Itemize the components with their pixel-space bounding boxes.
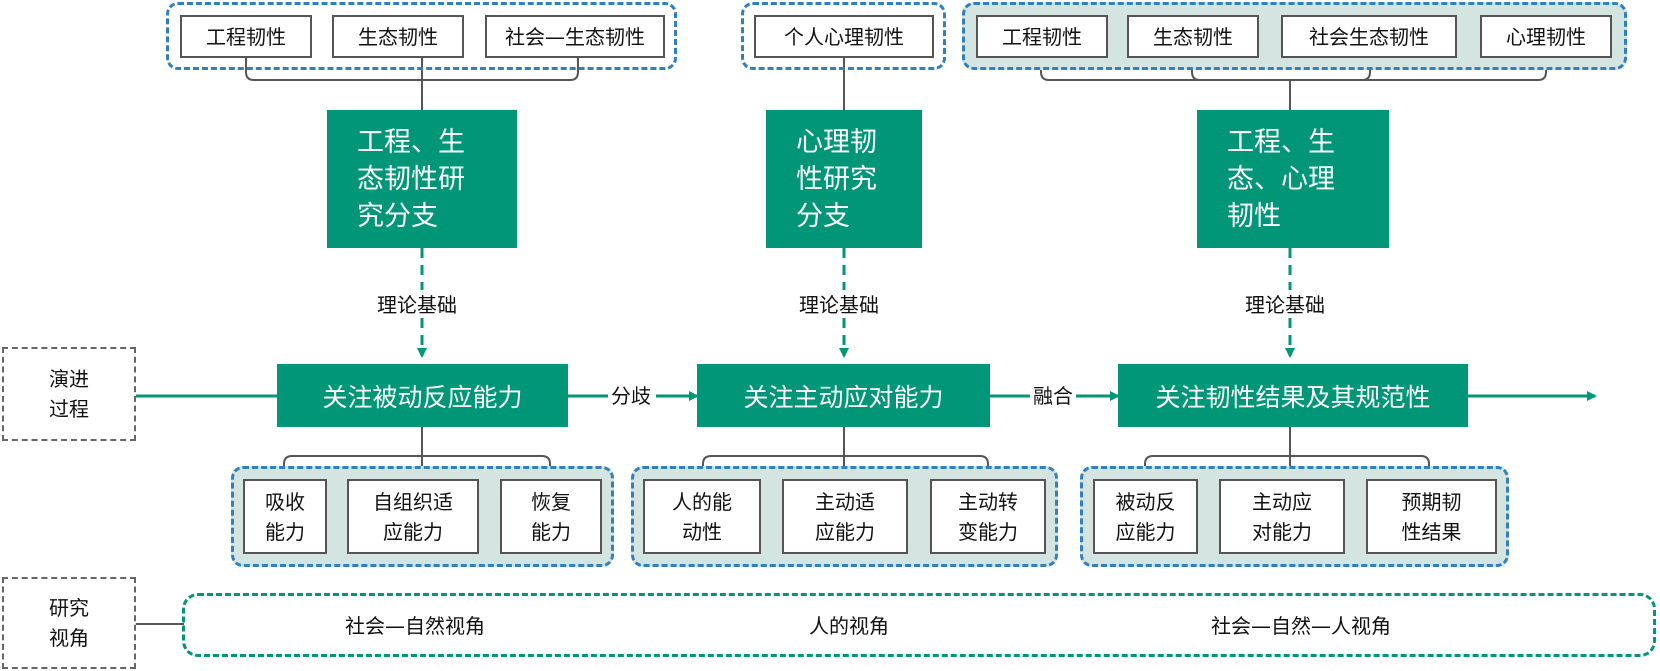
top-bracket-1 bbox=[245, 58, 579, 110]
top-item: 生态韧性 bbox=[332, 15, 464, 58]
evolution-row-label: 演进 过程 bbox=[2, 347, 136, 441]
top-item: 社会—生态韧性 bbox=[485, 15, 665, 58]
top-group-2 bbox=[741, 2, 946, 70]
top-item: 工程韧性 bbox=[976, 15, 1108, 58]
capability-item: 自组织适 应能力 bbox=[347, 479, 479, 554]
perspective-bar bbox=[182, 593, 1656, 657]
perspective-label: 社会—自然—人视角 bbox=[1211, 614, 1391, 638]
focus-box: 关注主动应对能力 bbox=[697, 364, 990, 427]
top-bracket-3 bbox=[1040, 58, 1547, 110]
capability-item: 人的能 动性 bbox=[643, 479, 761, 554]
top-item: 个人心理韧性 bbox=[754, 15, 934, 58]
transition-label: 分歧 bbox=[611, 383, 651, 409]
transition-label: 融合 bbox=[1033, 383, 1073, 409]
focus-box: 关注韧性结果及其规范性 bbox=[1118, 364, 1468, 427]
capability-item: 被动反 应能力 bbox=[1093, 479, 1198, 554]
capability-item: 主动应 对能力 bbox=[1219, 479, 1345, 554]
top-item: 生态韧性 bbox=[1127, 15, 1259, 58]
branch-box: 心理韧 性研究 分支 bbox=[766, 110, 922, 248]
theory-label: 理论基础 bbox=[1245, 292, 1325, 318]
capability-item: 吸收 能力 bbox=[243, 479, 327, 554]
top-item: 心理韧性 bbox=[1480, 15, 1612, 58]
capability-item: 恢复 能力 bbox=[500, 479, 602, 554]
top-group-1 bbox=[166, 2, 677, 70]
theory-arrows bbox=[417, 248, 1295, 358]
capability-item: 主动转 变能力 bbox=[930, 479, 1046, 554]
perspective-row-label: 研究 视角 bbox=[2, 577, 136, 669]
capability-item: 主动适 应能力 bbox=[782, 479, 908, 554]
focus-box: 关注被动反应能力 bbox=[277, 364, 568, 427]
perspective-label: 人的视角 bbox=[809, 614, 889, 638]
capability-item: 预期韧 性结果 bbox=[1366, 479, 1497, 554]
top-item: 工程韧性 bbox=[180, 15, 312, 58]
top-item: 社会生态韧性 bbox=[1281, 15, 1457, 58]
theory-label: 理论基础 bbox=[799, 292, 879, 318]
branch-box: 工程、生 态、心理 韧性 bbox=[1197, 110, 1389, 248]
branch-box: 工程、生 态韧性研 究分支 bbox=[327, 110, 517, 248]
theory-label: 理论基础 bbox=[377, 292, 457, 318]
perspective-label: 社会—自然视角 bbox=[345, 614, 485, 638]
